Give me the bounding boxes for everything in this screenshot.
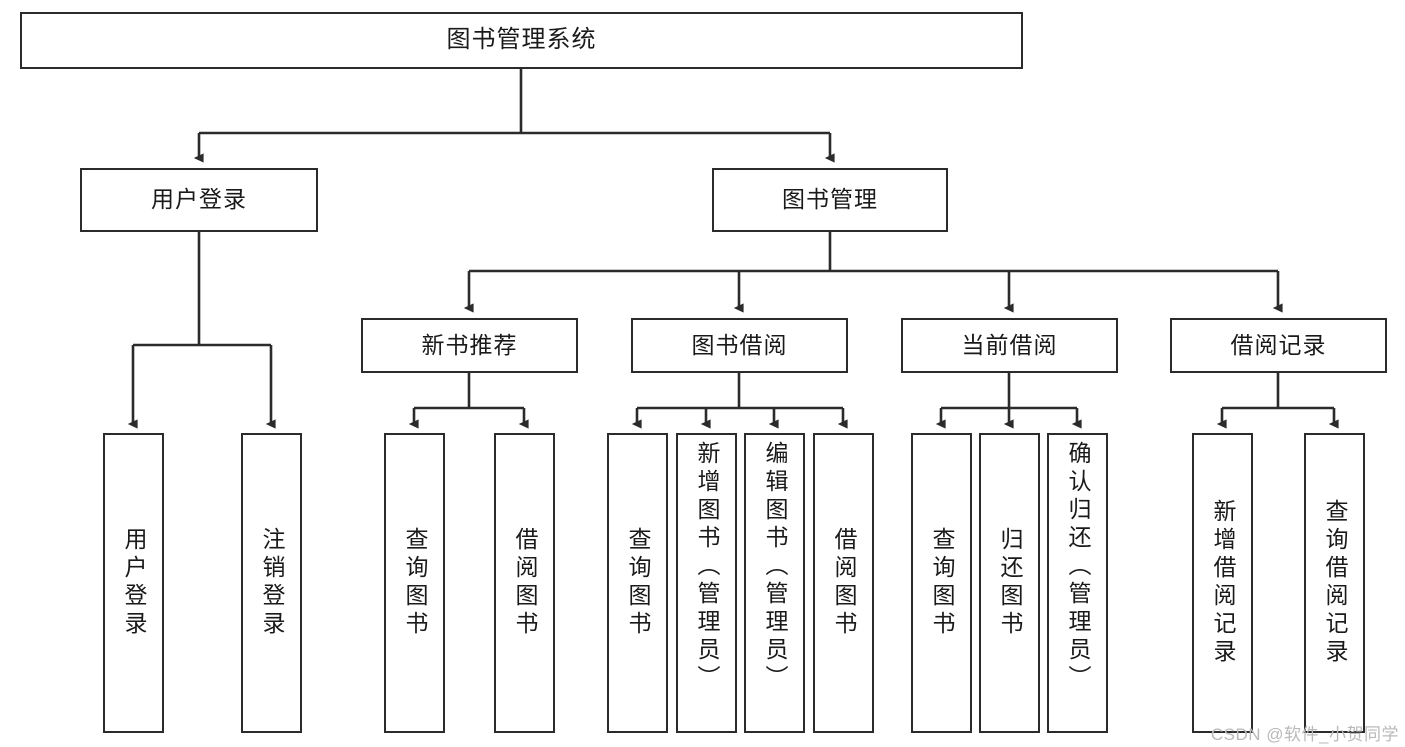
leaf-user-login[interactable]: 用户登录 (103, 433, 164, 733)
node-borrow-record[interactable]: 借阅记录 (1170, 318, 1387, 373)
node-book-management[interactable]: 图书管理 (712, 168, 948, 232)
node-label: 新增借阅记录 (1210, 499, 1236, 667)
leaf-query-borrow-record[interactable]: 查询借阅记录 (1304, 433, 1365, 733)
node-label: 注销登录 (259, 527, 285, 639)
leaf-borrow-book-recommend[interactable]: 借阅图书 (494, 433, 555, 733)
node-label: 借阅记录 (1230, 331, 1327, 358)
watermark: CSDN @软件_小贺同学 (1210, 725, 1399, 744)
node-label: 查询图书 (402, 527, 428, 639)
node-label: 图书借阅 (691, 331, 788, 358)
node-label: 查询图书 (929, 527, 955, 639)
leaf-confirm-return-admin[interactable]: 确认归还（管理员） (1047, 433, 1108, 733)
node-label: 查询借阅记录 (1322, 499, 1348, 667)
node-new-book-recommend[interactable]: 新书推荐 (361, 318, 578, 373)
leaf-query-book-current[interactable]: 查询图书 (911, 433, 972, 733)
node-label: 确认归还（管理员） (1065, 441, 1091, 693)
node-label: 图书管理 (782, 186, 878, 213)
node-current-borrow[interactable]: 当前借阅 (901, 318, 1118, 373)
node-label: 当前借阅 (961, 331, 1058, 358)
leaf-add-borrow-record[interactable]: 新增借阅记录 (1192, 433, 1253, 733)
leaf-logout[interactable]: 注销登录 (241, 433, 302, 733)
node-label: 查询图书 (625, 527, 651, 639)
node-root-system[interactable]: 图书管理系统 (20, 12, 1023, 69)
leaf-edit-book-admin[interactable]: 编辑图书（管理员） (744, 433, 805, 733)
node-label: 借阅图书 (831, 527, 857, 639)
node-label: 新增图书（管理员） (694, 441, 720, 693)
node-label: 新书推荐 (421, 331, 518, 358)
leaf-query-book-recommend[interactable]: 查询图书 (384, 433, 445, 733)
node-label: 用户登录 (121, 527, 147, 639)
leaf-add-book-admin[interactable]: 新增图书（管理员） (676, 433, 737, 733)
node-label: 用户登录 (151, 186, 247, 213)
node-label: 归还图书 (997, 527, 1023, 639)
node-book-borrow[interactable]: 图书借阅 (631, 318, 848, 373)
leaf-query-book-borrow[interactable]: 查询图书 (607, 433, 668, 733)
node-label: 编辑图书（管理员） (762, 441, 788, 693)
leaf-return-book[interactable]: 归还图书 (979, 433, 1040, 733)
leaf-borrow-book[interactable]: 借阅图书 (813, 433, 874, 733)
node-label: 借阅图书 (512, 527, 538, 639)
node-user-login[interactable]: 用户登录 (80, 168, 318, 232)
node-label: 图书管理系统 (446, 26, 597, 54)
